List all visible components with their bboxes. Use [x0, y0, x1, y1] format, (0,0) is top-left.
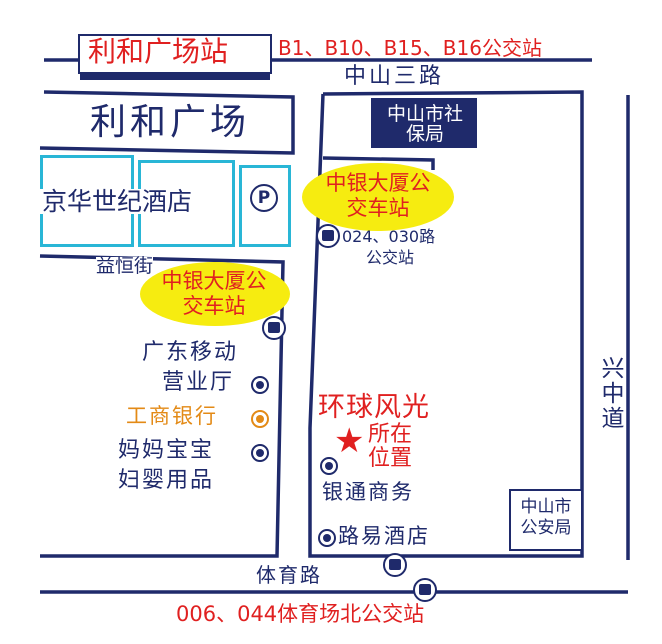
east-block-outline — [308, 90, 584, 558]
social-security-label: 中山市社保局 — [386, 103, 463, 145]
bus-stop-icon — [262, 316, 286, 340]
lihe-station-routes: B1、B10、B15、B16公交站 — [278, 36, 542, 60]
zhongyin-east-highlight: 中银大厦公交车站 — [302, 163, 454, 231]
china-mobile-label-2: 营业厅 — [162, 370, 235, 395]
zhongyin-east-routes-1: 024、030路 — [342, 227, 436, 246]
location-sub-2: 位置 — [368, 446, 413, 471]
lihe-plaza-label: 利和广场 — [90, 102, 251, 143]
china-mobile-label-1: 广东移动 — [142, 340, 239, 365]
west-block-outline — [39, 254, 285, 558]
parking-letter: P — [257, 188, 271, 208]
location-sub-1: 所在 — [368, 422, 413, 447]
road-tiyu: 体育路 — [256, 563, 322, 587]
baby-store-label-1: 妈妈宝宝 — [118, 438, 215, 463]
bus-stop-icon — [383, 553, 407, 577]
icbc-label: 工商银行 — [126, 404, 218, 428]
poi-marker-icon — [251, 444, 269, 462]
bus-stop-icon — [413, 578, 437, 602]
parking-icon: P — [250, 184, 278, 212]
zhongyin-west-label: 中银大厦公交车站 — [161, 269, 267, 318]
jinghua-hotel-label: 京华世纪酒店 — [40, 187, 195, 216]
zhongyin-east-routes-2: 公交站 — [366, 248, 415, 267]
poi-marker-icon — [320, 457, 338, 475]
public-security-label: 中山市公安局 — [520, 497, 572, 538]
location-name: 环球风光 — [318, 392, 430, 423]
road-xingzhong: 兴中道 — [597, 356, 623, 431]
yintong-business-label: 银通商务 — [322, 480, 414, 504]
poi-marker-icon — [318, 529, 336, 547]
bus-stop-icon — [316, 224, 340, 248]
zhongyin-east-label: 中银大厦公交车站 — [325, 171, 431, 220]
tiyuchang-north-label: 006、044体育场北公交站 — [176, 602, 425, 626]
zhongyin-west-highlight: 中银大厦公交车站 — [140, 262, 290, 326]
lihe-station-box: 利和广场站 — [78, 34, 272, 80]
lihe-block-outline — [39, 90, 295, 155]
hotel-block-3 — [239, 165, 291, 247]
public-security-box: 中山市公安局 — [509, 489, 583, 551]
poi-marker-icon — [251, 376, 269, 394]
lihe-station-underline — [80, 74, 270, 80]
road-yiheng: 益恒街 — [96, 255, 154, 277]
lihe-station-name: 利和广场站 — [88, 35, 229, 68]
inner-road-line — [322, 156, 435, 170]
luyi-hotel-label: 路易酒店 — [338, 524, 430, 548]
social-security-box: 中山市社保局 — [371, 98, 477, 148]
baby-store-label-2: 妇婴用品 — [118, 468, 215, 493]
star-icon: ★ — [334, 421, 365, 461]
road-zhongshan-3: 中山三路 — [344, 64, 445, 89]
poi-marker-icon — [251, 410, 269, 428]
